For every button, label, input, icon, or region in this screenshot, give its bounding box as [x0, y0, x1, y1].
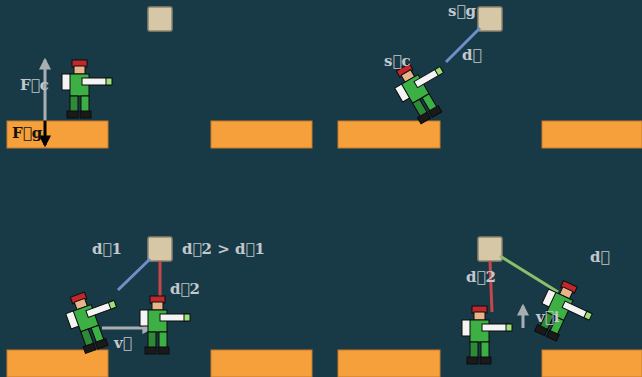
vector-label: d⃗2 [170, 280, 200, 298]
force-arrows [45, 60, 523, 328]
vector-label: F⃗g [12, 124, 42, 142]
vector-label: d⃗2 [466, 268, 496, 286]
vector-label: s⃗g [448, 2, 476, 20]
player-sprite [530, 276, 600, 350]
vector-label: d⃗2 > d⃗1 [182, 240, 265, 258]
player-sprite [62, 60, 112, 118]
vector-label: F⃗c [20, 76, 49, 94]
vector-label: d⃗ [462, 46, 482, 64]
ropes [118, 28, 558, 312]
vector-label: v⃗i [536, 308, 559, 326]
vector-label: d⃗1 [92, 240, 122, 258]
vector-label: d⃗ [590, 248, 610, 266]
player-sprites [61, 51, 600, 364]
vector-label: s⃗c [384, 52, 411, 70]
grapple-blocks [148, 7, 502, 261]
player-sprite [462, 306, 512, 364]
vector-label: v⃗ [114, 334, 132, 352]
player-sprite [140, 296, 190, 354]
platforms [7, 121, 642, 377]
